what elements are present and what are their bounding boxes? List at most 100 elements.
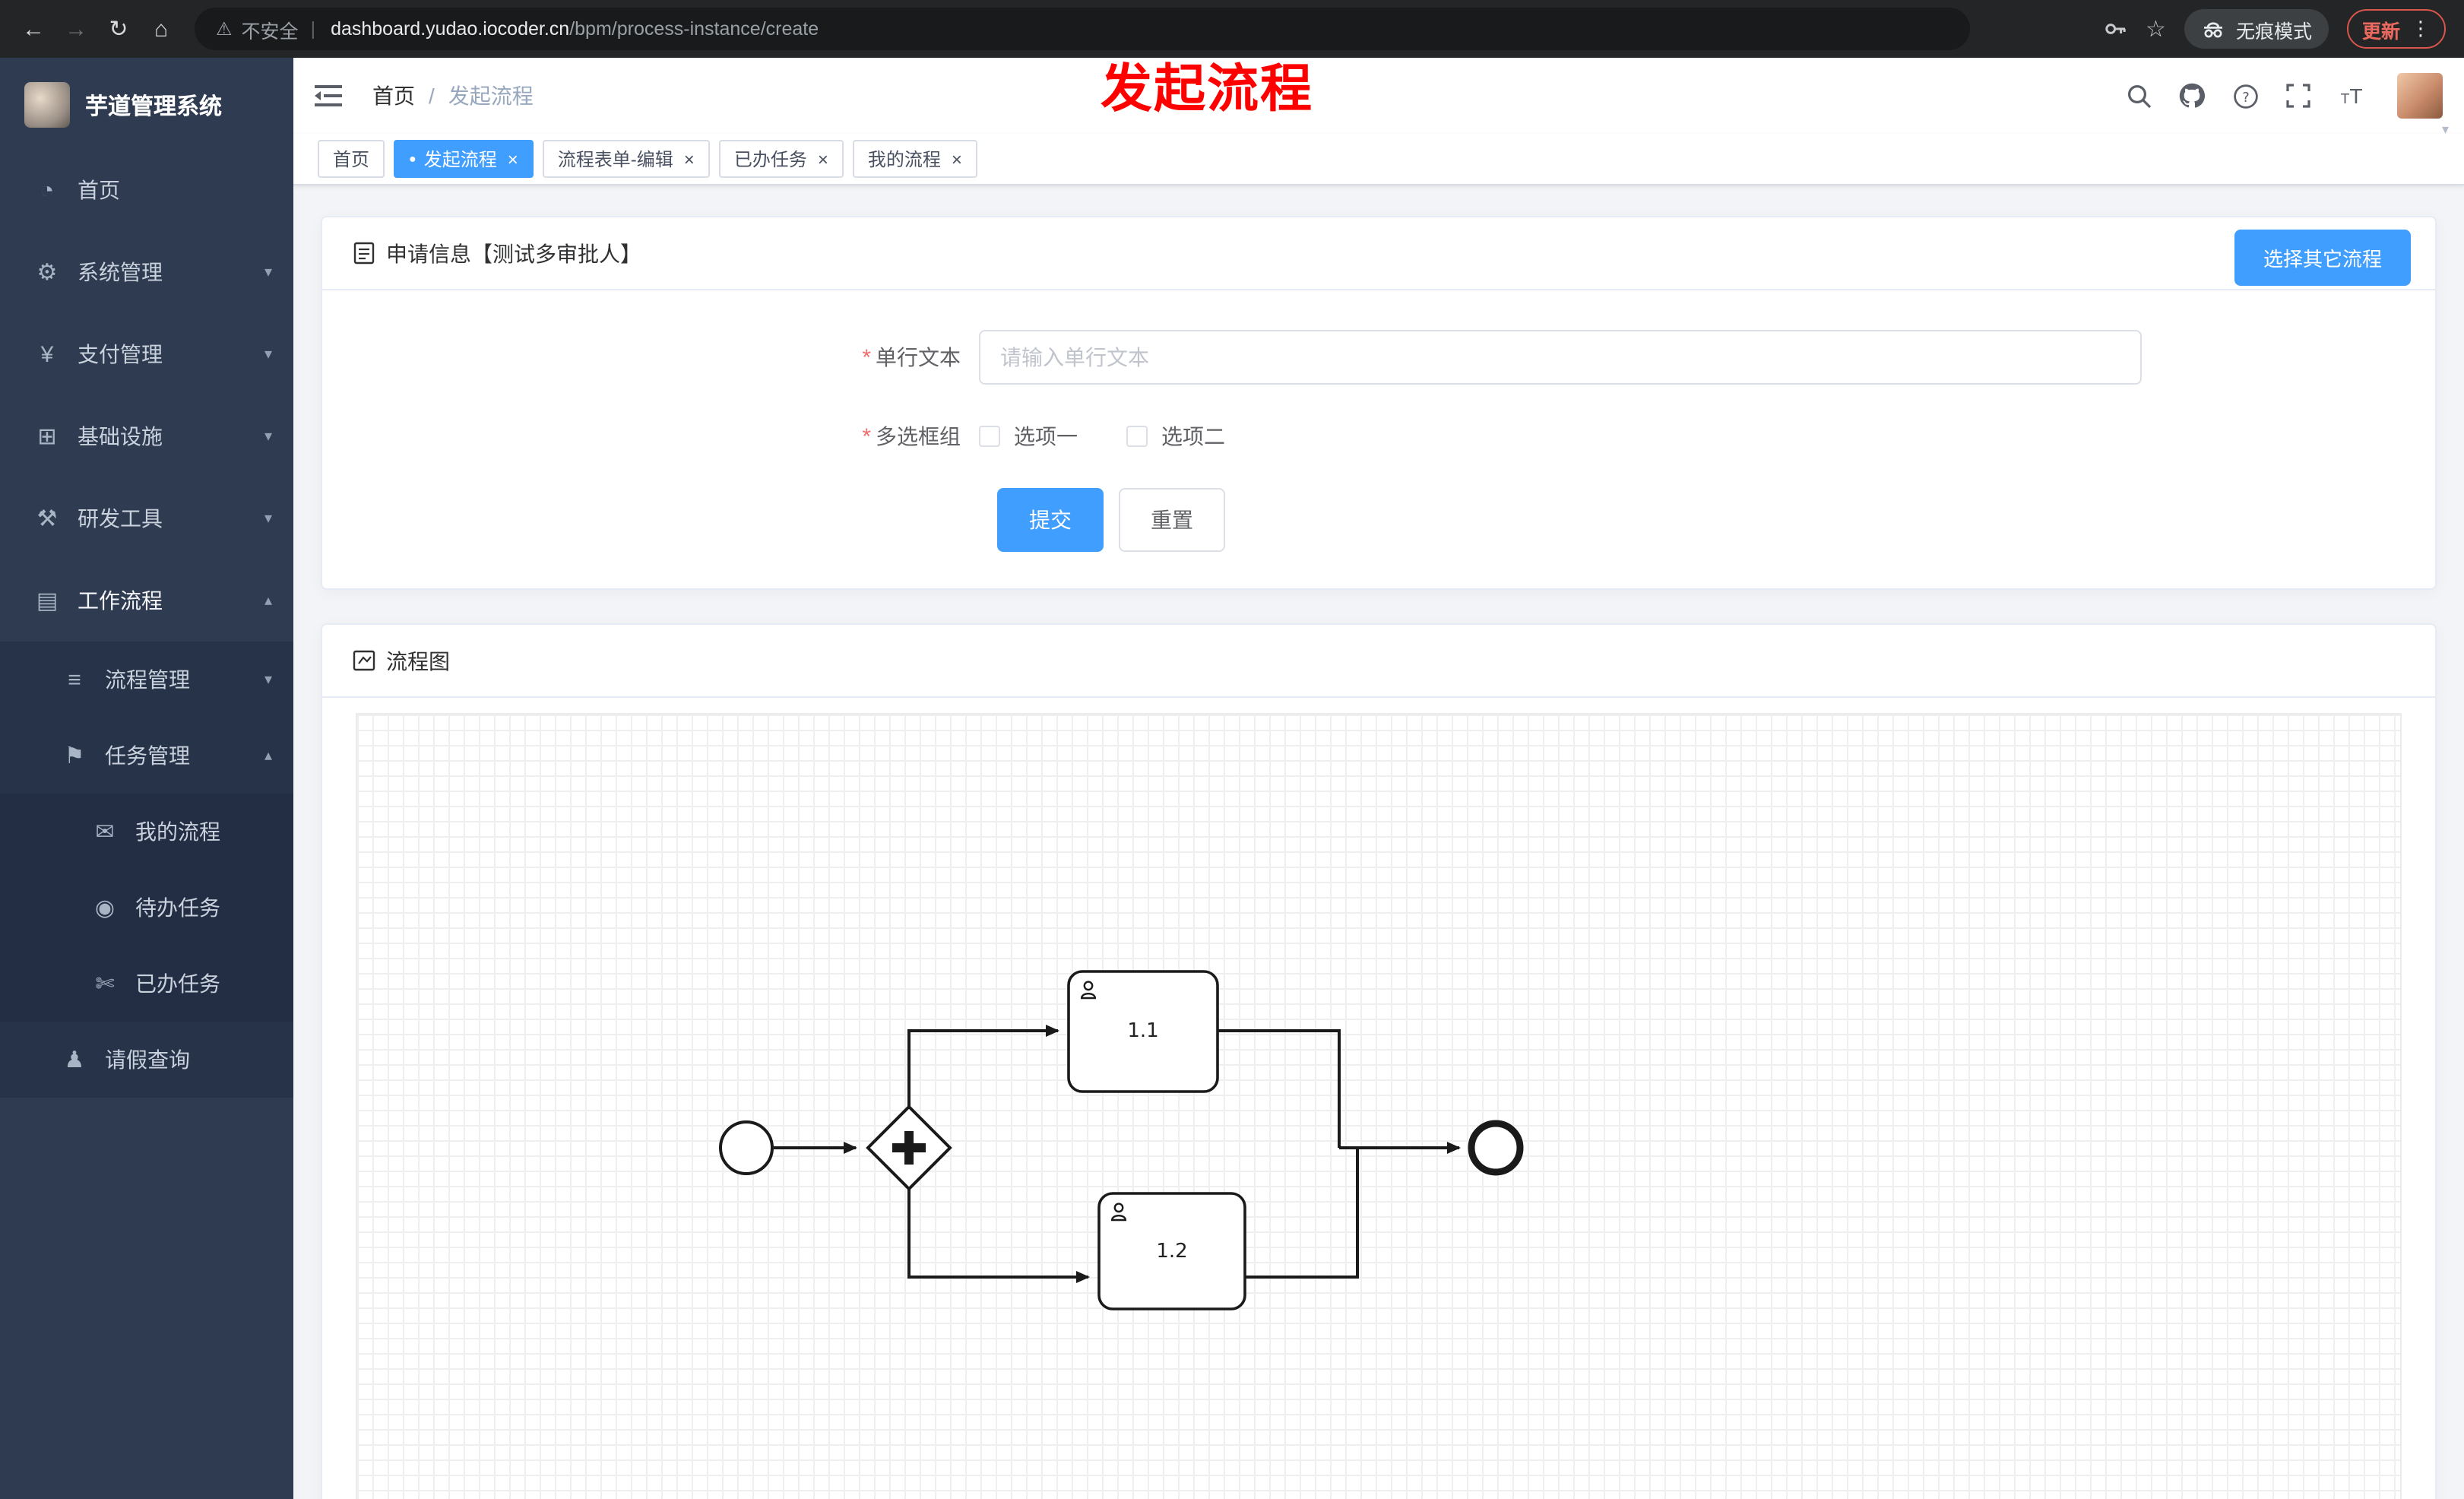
tab-form-edit[interactable]: ● 流程表单-编辑 × — [542, 140, 710, 178]
sidebar-item-home[interactable]: ◔ 首页 — [0, 149, 293, 231]
user-task-1-2[interactable] — [1097, 1192, 1246, 1310]
sidebar-item-devtools[interactable]: ⚒ 研发工具 ▾ — [0, 477, 293, 559]
checkbox-icon[interactable] — [979, 426, 1000, 447]
sidebar-item-todo-tasks[interactable]: ◉ 待办任务 — [0, 870, 293, 946]
process-icon: ≡ — [68, 667, 81, 692]
chevron-down-icon: ▾ — [264, 346, 272, 363]
single-line-text-input[interactable] — [979, 330, 2142, 385]
flow-task1-merge — [1218, 1029, 1341, 1148]
app-logo[interactable]: 芋道管理系统 — [0, 58, 293, 149]
card-title: 流程图 — [386, 648, 450, 673]
tab-my-processes[interactable]: ● 我的流程 × — [852, 140, 977, 178]
sidebar-item-payment[interactable]: ¥ 支付管理 ▾ — [0, 313, 293, 395]
sidebar-item-infrastructure[interactable]: ⊞ 基础设施 ▾ — [0, 395, 293, 477]
sidebar-item-label: 系统管理 — [78, 260, 163, 284]
checkbox-option-1[interactable]: 选项一 — [979, 421, 1078, 452]
required-asterisk: * — [862, 345, 871, 371]
start-event[interactable] — [719, 1120, 774, 1175]
person-icon: ♟ — [64, 1047, 85, 1073]
close-icon[interactable]: × — [951, 148, 962, 170]
tab-label: 首页 — [333, 149, 370, 170]
task-label: 1.1 — [1127, 1019, 1158, 1042]
app-title: 芋道管理系统 — [85, 93, 223, 119]
forward-icon[interactable]: → — [65, 16, 87, 42]
fullscreen-icon[interactable] — [2285, 82, 2312, 109]
submit-button[interactable]: 提交 — [997, 488, 1104, 552]
close-icon[interactable]: × — [507, 148, 518, 170]
breadcrumb-home[interactable]: 首页 — [372, 84, 415, 108]
sidebar-item-workflow[interactable]: ▤ 工作流程 ▴ — [0, 559, 293, 642]
browser-update-button[interactable]: 更新 ⋮ — [2346, 9, 2446, 49]
dashboard-icon: ◔ — [40, 177, 55, 203]
user-menu[interactable]: ▾ — [2397, 73, 2449, 137]
bookmark-star-icon[interactable]: ☆ — [2146, 17, 2166, 43]
address-bar[interactable]: ⚠ 不安全 | dashboard.yudao.iocoder.cn /bpm/… — [195, 8, 1970, 50]
sidebar-item-label: 支付管理 — [78, 342, 163, 366]
warning-icon: ⚠ — [216, 18, 233, 40]
search-icon[interactable] — [2125, 82, 2152, 109]
key-icon[interactable] — [2103, 17, 2127, 41]
flow-gateway-task1 — [907, 1025, 1059, 1107]
chat-icon: ✉ — [95, 819, 115, 845]
form-actions: 提交 重置 — [997, 488, 2435, 552]
task-icon: ⚑ — [64, 743, 85, 769]
chevron-down-icon: ▾ — [264, 510, 272, 527]
avatar-caret-icon[interactable]: ▾ — [2441, 122, 2449, 137]
chevron-down-icon: ▾ — [264, 428, 272, 445]
svg-text:T: T — [2349, 86, 2362, 108]
tab-label: 已办任务 — [733, 149, 807, 170]
font-size-icon[interactable]: T T — [2338, 82, 2365, 109]
browser-actions: ☆ 无痕模式 更新 ⋮ — [2103, 9, 2452, 49]
browser-toolbar: ← → ↻ ⌂ ⚠ 不安全 | dashboard.yudao.iocoder.… — [0, 0, 2464, 58]
process-form: *单行文本 *多选框组 选项一 — [322, 290, 2435, 588]
end-event[interactable] — [1468, 1120, 1524, 1176]
tab-start-process[interactable]: ● 发起流程 × — [394, 140, 534, 178]
card-header: 申请信息【测试多审批人】 选择其它流程 — [322, 217, 2435, 290]
choose-other-process-button[interactable]: 选择其它流程 — [2234, 230, 2411, 286]
sidebar-item-my-processes[interactable]: ✉ 我的流程 — [0, 794, 293, 870]
close-icon[interactable]: × — [683, 148, 695, 170]
user-task-1-1[interactable] — [1067, 970, 1219, 1093]
sidebar-item-label: 已办任务 — [135, 971, 220, 996]
checkbox-icon[interactable] — [1126, 426, 1148, 447]
chevron-up-icon: ▴ — [264, 747, 272, 764]
help-icon[interactable]: ? — [2231, 82, 2259, 109]
refresh-icon[interactable]: ↻ — [109, 17, 128, 43]
field-label: *多选框组 — [322, 421, 979, 452]
sidebar-item-label: 研发工具 — [78, 506, 163, 531]
active-dot-icon: ● — [409, 151, 416, 165]
home-icon[interactable]: ⌂ — [154, 16, 169, 42]
sidebar-item-system[interactable]: ⚙ 系统管理 ▾ — [0, 231, 293, 313]
security-label[interactable]: 不安全 — [241, 21, 299, 42]
infrastructure-icon: ⊞ — [37, 424, 57, 450]
reset-button[interactable]: 重置 — [1119, 488, 1225, 552]
github-icon[interactable] — [2178, 82, 2206, 109]
workflow-icon: ▤ — [36, 588, 59, 614]
form-row-checkbox: *多选框组 选项一 选项二 — [322, 421, 2435, 452]
field-label: *单行文本 — [322, 342, 979, 372]
sidebar-item-label: 任务管理 — [105, 743, 190, 768]
tab-label: 流程表单-编辑 — [557, 149, 673, 170]
checkbox-option-2[interactable]: 选项二 — [1126, 421, 1225, 452]
tab-done-tasks[interactable]: ● 已办任务 × — [718, 140, 844, 178]
back-icon[interactable]: ← — [22, 16, 45, 42]
incognito-badge: 无痕模式 — [2184, 9, 2329, 49]
gear-icon: ⚙ — [36, 260, 58, 286]
url-host: dashboard.yudao.iocoder.cn — [331, 18, 570, 40]
sidebar-item-task-management[interactable]: ⚑ 任务管理 ▴ — [0, 718, 293, 794]
update-label: 更新 — [2361, 21, 2400, 42]
sidebar: 芋道管理系统 ◔ 首页 ⚙ 系统管理 ▾ ¥ 支付管理 ▾ ⊞ 基础设施 ▾ — [0, 58, 293, 1499]
sidebar-item-leave-query[interactable]: ♟ 请假查询 — [0, 1022, 293, 1098]
sidebar-item-done-tasks[interactable]: ✄ 已办任务 — [0, 946, 293, 1022]
bpmn-canvas[interactable]: 1.1 1.2 — [356, 713, 2402, 1499]
close-icon[interactable]: × — [817, 148, 828, 170]
browser-menu-icon[interactable]: ⋮ — [2411, 17, 2431, 40]
sidebar-collapse-icon[interactable] — [315, 79, 348, 113]
avatar[interactable] — [2397, 73, 2443, 119]
sidebar-item-process-management[interactable]: ≡ 流程管理 ▾ — [0, 642, 293, 718]
eye-icon: ◉ — [94, 895, 116, 921]
app-header: 首页 / 发起流程 — [293, 58, 2464, 137]
annotation-title: 发起流程 — [1101, 61, 1313, 119]
tab-home[interactable]: ● 首页 — [318, 140, 385, 178]
